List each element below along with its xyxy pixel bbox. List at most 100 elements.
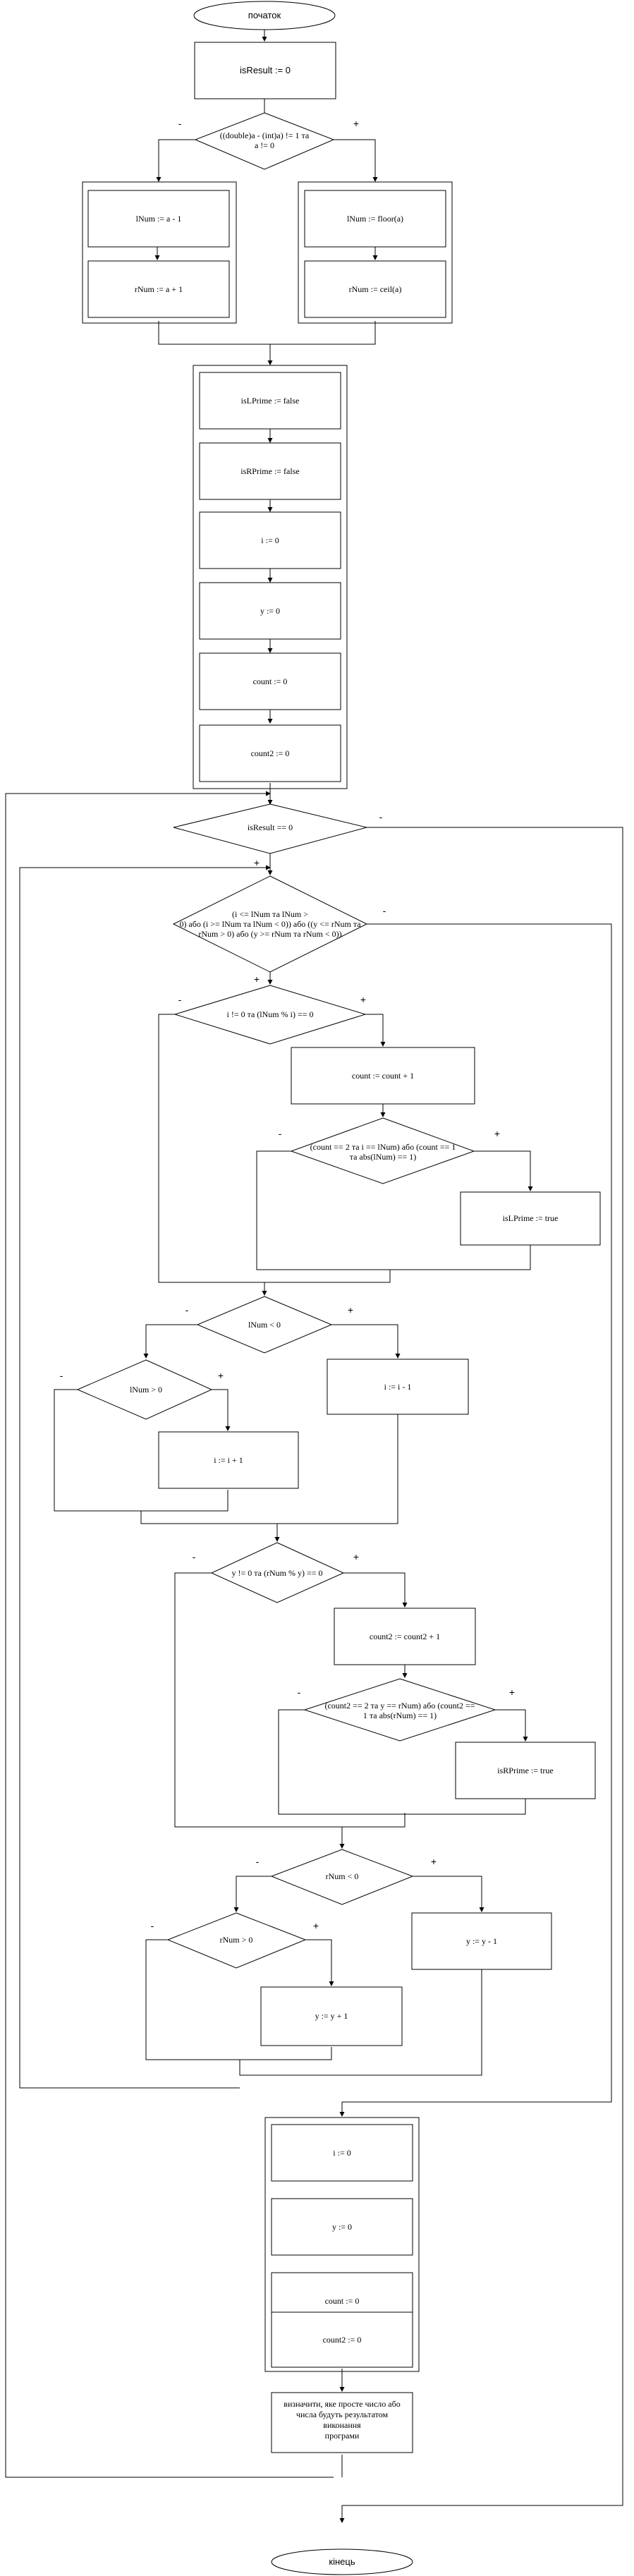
process-label: isRPrime := true xyxy=(497,1766,553,1775)
process-label: i := i + 1 xyxy=(214,1455,243,1465)
process-label: isResult := 0 xyxy=(240,65,291,75)
end-label: кінець xyxy=(329,2556,355,2567)
output-line-3: виконання xyxy=(323,2420,361,2430)
decision-label: rNum < 0 xyxy=(326,1871,359,1881)
process-is-result-init: isResult := 0 xyxy=(194,42,336,99)
group-frame-right xyxy=(298,181,453,324)
branch-no: - xyxy=(279,1128,282,1139)
branch-no: - xyxy=(151,1920,154,1931)
decision-rnum-pos: rNum > 0 xyxy=(166,1912,307,1969)
process-label: count := 0 xyxy=(253,676,288,686)
start-label: початок xyxy=(248,10,281,20)
process-count2-reset-box: count2 := 0 xyxy=(271,2311,413,2368)
process-count2-inc: count2 := count2 + 1 xyxy=(334,1608,476,1665)
decision-lnum-neg: lNum < 0 xyxy=(196,1296,333,1354)
branch-no: - xyxy=(193,1551,196,1562)
branch-yes: + xyxy=(218,1370,224,1381)
decision-label: lNum > 0 xyxy=(130,1385,162,1395)
decision-line-1: (i <= lNum та lNum > xyxy=(232,909,308,919)
branch-no: - xyxy=(178,118,182,129)
decision-lnum-pos: lNum > 0 xyxy=(76,1359,213,1420)
process-label: isLPrime := true xyxy=(503,1213,559,1223)
decision-label: lNum < 0 xyxy=(248,1320,281,1330)
process-lnum-a-minus-1: lNum := a - 1 xyxy=(87,190,230,248)
process-label: y := 0 xyxy=(332,2222,352,2232)
decision-label: rNum > 0 xyxy=(220,1935,253,1945)
process-label: count2 := 0 xyxy=(251,748,290,758)
branch-no: - xyxy=(298,1687,301,1698)
branch-yes: + xyxy=(254,857,260,868)
branch-yes: + xyxy=(360,994,366,1005)
branch-yes: + xyxy=(313,1920,319,1931)
branch-no: - xyxy=(185,1304,189,1316)
process-count2-init: count2 := 0 xyxy=(199,724,341,782)
branch-yes: + xyxy=(494,1128,500,1139)
process-is-rprime-false: isRPrime := false xyxy=(199,442,341,500)
process-label: count2 := count2 + 1 xyxy=(370,1632,440,1641)
decision-i-divides: i != 0 та (lNum % i) == 0 xyxy=(173,985,367,1045)
process-label: count := count + 1 xyxy=(352,1071,414,1081)
process-label: rNum := ceil(a) xyxy=(349,284,402,294)
decision-line-3: rNum > 0) або (y >= rNum та rNum < 0)) xyxy=(198,929,341,939)
process-i-dec: i := i - 1 xyxy=(327,1359,469,1415)
group-frame-reset xyxy=(264,2117,420,2372)
branch-yes: + xyxy=(348,1304,353,1316)
branch-yes: + xyxy=(431,1856,437,1867)
process-label: y := 0 xyxy=(260,606,280,616)
process-is-lprime-true: isLPrime := true xyxy=(460,1191,601,1246)
output-line-4: програми xyxy=(325,2431,360,2441)
process-y-dec: y := y - 1 xyxy=(411,1912,552,1970)
decision-line-1: ((double)a - (int)a) != 1 та xyxy=(220,130,310,140)
decision-line-2: 0) або (i >= lNum та lNum < 0)) або ((y … xyxy=(179,919,361,929)
process-i-inc: i := i + 1 xyxy=(158,1431,299,1489)
decision-label: isResult == 0 xyxy=(248,822,293,832)
output-block: визначити, яке просте число або числа бу… xyxy=(271,2392,413,2453)
output-line-1: визначити, яке просте число або xyxy=(284,2399,400,2409)
process-label: isLPrime := false xyxy=(241,396,300,406)
decision-line-2: a != 0 xyxy=(255,140,274,150)
output-line-2: числа будуть результатом xyxy=(296,2410,389,2419)
process-label: count := 0 xyxy=(325,2296,360,2306)
process-y-init: y := 0 xyxy=(199,582,341,640)
process-count-init: count := 0 xyxy=(199,652,341,710)
branch-no: - xyxy=(178,994,182,1005)
connectors xyxy=(5,30,623,2523)
process-label: rNum := a + 1 xyxy=(135,284,183,294)
process-label: isRPrime := false xyxy=(240,466,299,476)
decision-line-2: 1 та abs(rNum) == 1) xyxy=(363,1711,437,1720)
branch-no: - xyxy=(383,905,386,916)
decision-rprime: (count2 == 2 та y == rNum) або (count2 =… xyxy=(303,1678,496,1742)
decision-line-2: та abs(lNum) == 1) xyxy=(350,1152,417,1162)
process-label: i := 0 xyxy=(333,2148,350,2158)
branch-no: - xyxy=(256,1856,260,1867)
process-lnum-floor: lNum := floor(a) xyxy=(304,190,446,248)
start-terminal: початок xyxy=(193,1,336,30)
branch-yes: + xyxy=(254,973,260,985)
decision-is-result: isResult == 0 xyxy=(173,803,367,854)
decision-rnum-neg: rNum < 0 xyxy=(270,1849,414,1905)
process-label: count2 := 0 xyxy=(323,2335,362,2345)
end-terminal: кінець xyxy=(271,2548,413,2575)
decision-loop: (i <= lNum та lNum > 0) або (i >= lNum т… xyxy=(172,875,368,973)
branch-yes: + xyxy=(509,1687,515,1698)
decision-lprime: (count == 2 та i == lNum) або (count == … xyxy=(290,1117,475,1184)
process-label: i := 0 xyxy=(261,535,279,545)
process-label: i := i - 1 xyxy=(384,1382,412,1392)
decision-line-1: (count == 2 та i == lNum) або (count == … xyxy=(310,1142,456,1152)
process-i-init: i := 0 xyxy=(199,511,341,569)
decision-line-1: (count2 == 2 та y == rNum) або (count2 =… xyxy=(324,1701,475,1711)
group-frame-init xyxy=(193,365,348,789)
process-count-inc: count := count + 1 xyxy=(291,1047,475,1105)
process-rnum-a-plus-1: rNum := a + 1 xyxy=(87,260,230,318)
branch-yes: + xyxy=(353,1551,359,1562)
decision-y-divides: y != 0 та (rNum % y) == 0 xyxy=(210,1542,345,1603)
process-label: y := y - 1 xyxy=(466,1936,497,1946)
branch-no: - xyxy=(379,811,383,822)
process-label: lNum := a - 1 xyxy=(136,214,182,224)
branch-yes: + xyxy=(353,118,359,129)
process-y-reset: y := 0 xyxy=(271,2198,413,2256)
process-label: y := y + 1 xyxy=(315,2011,348,2021)
decision-label: y != 0 та (rNum % y) == 0 xyxy=(232,1568,323,1578)
